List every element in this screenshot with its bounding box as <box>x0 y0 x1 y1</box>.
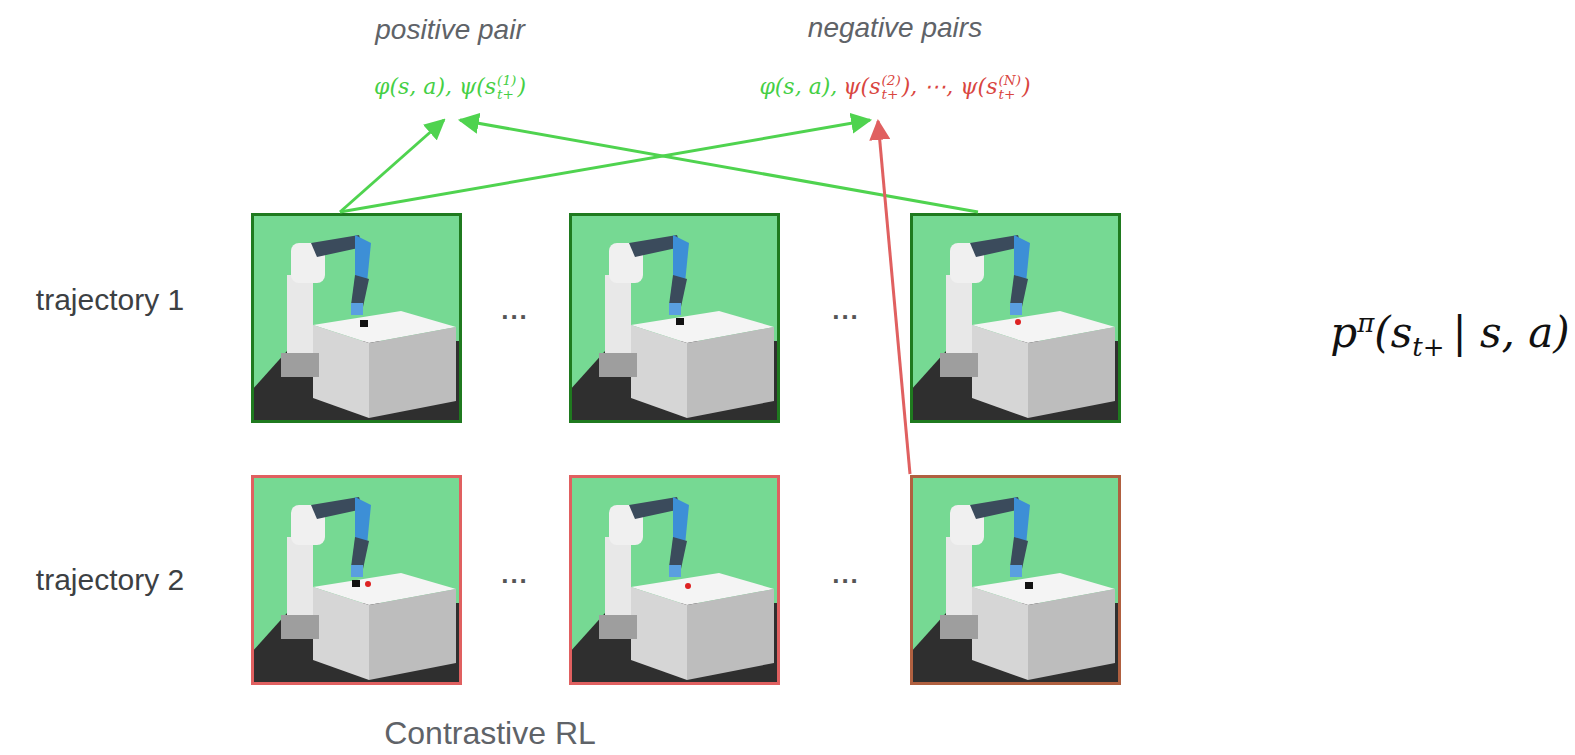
ellipsis: ... <box>832 559 860 590</box>
cube <box>360 320 368 327</box>
formula: φ(s, a), ψ(s(1)t+) <box>374 74 526 102</box>
frames <box>251 213 1121 685</box>
robot-scene <box>251 213 462 423</box>
text: positive pair <box>375 14 524 45</box>
text: ... <box>832 295 860 325</box>
goal-dot <box>1015 319 1021 325</box>
row-label: trajectory 1 <box>36 283 184 317</box>
ellipsis: ... <box>501 559 529 590</box>
superscript: (N) <box>998 75 1021 89</box>
superscript: (1) <box>497 75 516 89</box>
text: negative pairs <box>808 12 982 43</box>
ellipsis: ... <box>832 295 860 326</box>
robot-scene <box>569 213 780 423</box>
formula: pπ(st+ | s, a) <box>1330 308 1569 362</box>
text: trajectory 2 <box>36 563 184 596</box>
frame-border <box>571 215 779 422</box>
text: ψ(s <box>843 74 880 99</box>
arrow <box>460 120 978 212</box>
goal-dot <box>685 583 691 589</box>
cube <box>676 318 684 325</box>
caption-box: Contrastive RL <box>384 715 596 752</box>
text: ... <box>501 295 529 325</box>
text: φ(s, a), <box>759 74 837 99</box>
superscript: π <box>1357 308 1374 338</box>
superscript: (2) <box>881 75 900 89</box>
robot-scene <box>251 475 462 685</box>
subscript: t+ <box>998 88 1021 102</box>
text: ), ⋯, ψ(s <box>902 74 998 99</box>
arrow <box>340 120 870 212</box>
text: trajectory 1 <box>36 283 184 316</box>
text: ... <box>501 559 529 589</box>
row-label: trajectory 2 <box>36 563 184 597</box>
robot-scene <box>910 475 1121 685</box>
text: ) <box>1022 74 1031 99</box>
frame-border <box>571 477 779 684</box>
text: (s <box>1374 308 1412 357</box>
text: p <box>1330 308 1357 357</box>
ellipsis: ... <box>501 295 529 326</box>
subscript: t+ <box>1412 332 1444 362</box>
robot-scene <box>910 213 1121 423</box>
frame-border <box>912 477 1120 684</box>
script-stack: (N)t+ <box>998 75 1021 102</box>
arrow <box>878 121 910 474</box>
formula: φ(s, a),ψ(s(2)t+), ⋯, ψ(s(N)t+) <box>759 74 1030 102</box>
goal-dot <box>365 581 371 587</box>
text: ) <box>517 74 526 99</box>
caption: Contrastive RL <box>384 715 596 751</box>
robot-scene <box>569 475 780 685</box>
text: φ(s, a), ψ(s <box>374 74 496 99</box>
pair-heading: positive pair <box>375 14 524 46</box>
pair-heading: negative pairs <box>808 12 982 44</box>
subscript: t+ <box>497 88 516 102</box>
frame-border <box>253 477 461 684</box>
cube <box>1025 582 1033 589</box>
text: ... <box>832 559 860 589</box>
script-stack: (1)t+ <box>497 75 516 102</box>
frame-border <box>253 215 461 422</box>
text: | s, a) <box>1453 308 1570 357</box>
arrow <box>340 120 444 212</box>
subscript: t+ <box>881 88 900 102</box>
script-stack: (2)t+ <box>881 75 900 102</box>
frame-border <box>912 215 1120 422</box>
cube <box>352 580 360 587</box>
